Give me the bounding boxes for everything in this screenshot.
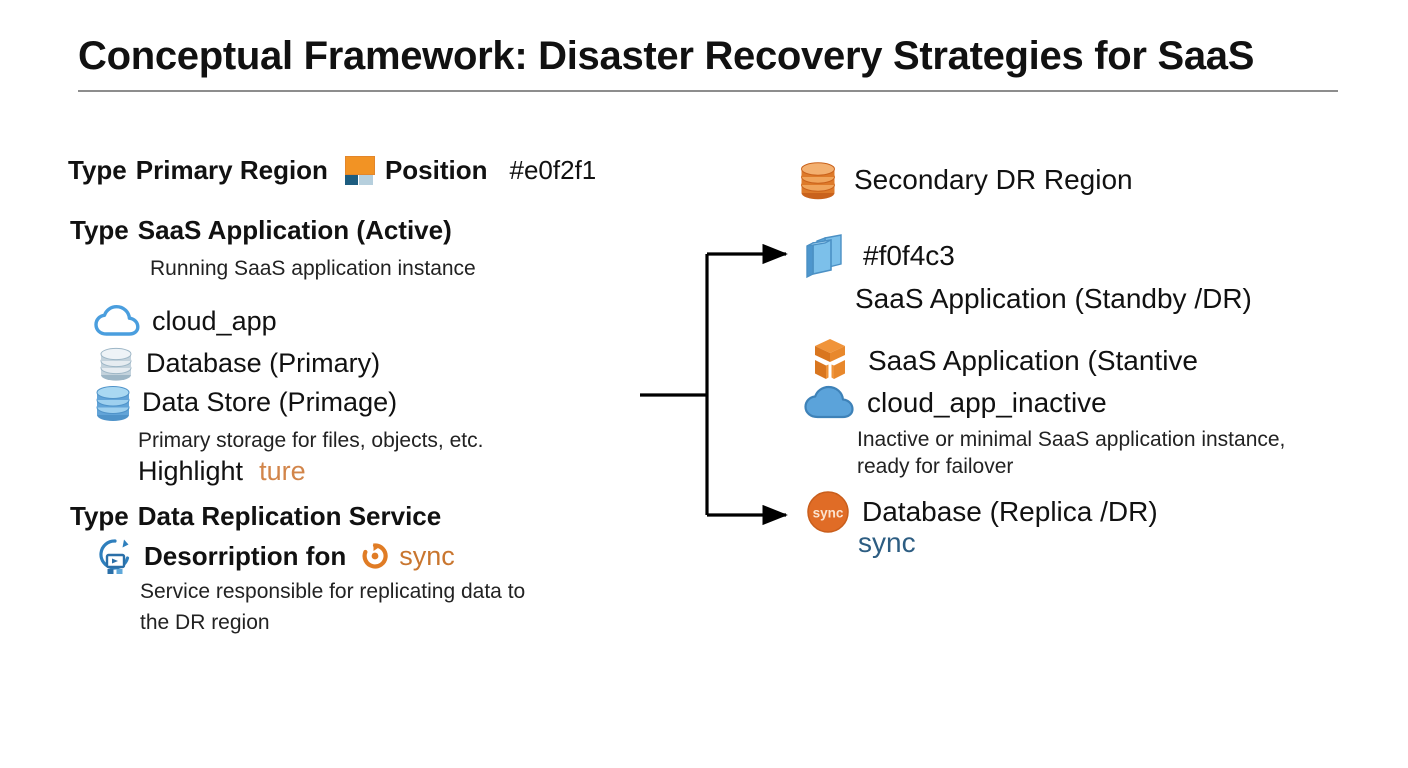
saas-active-row: Type SaaS Application (Active) bbox=[70, 215, 452, 246]
saas-active-description: Running SaaS application instance bbox=[150, 257, 476, 280]
list-item-data-store: Data Store (Primage) bbox=[92, 380, 397, 424]
sync-orange-icon bbox=[360, 541, 390, 571]
svg-text:sync: sync bbox=[813, 506, 844, 521]
replication-description-label: Desorription fon bbox=[144, 540, 347, 571]
page-title: Conceptual Framework: Disaster Recovery … bbox=[78, 34, 1255, 78]
inactive-cloud-label: cloud_app_inactive bbox=[867, 387, 1107, 418]
secondary-region-row: Secondary DR Region bbox=[796, 156, 1133, 204]
standby-label: SaaS Application (Standby /DR) bbox=[855, 283, 1252, 314]
inactive-cloud-row: cloud_app_inactive bbox=[803, 384, 1107, 422]
replication-sync-label: sync bbox=[399, 540, 455, 571]
replica-sync-label: sync bbox=[858, 527, 916, 558]
saas-active-type-label: Type bbox=[70, 215, 129, 245]
highlight-value: ture bbox=[259, 456, 306, 486]
list-item-database-primary: Database (Primary) bbox=[96, 342, 380, 384]
primary-region-color-value: #e0f2f1 bbox=[509, 155, 597, 185]
replication-name: Data Replication Service bbox=[137, 501, 442, 531]
primary-region-type-label: Type bbox=[68, 155, 127, 185]
position-label: Position bbox=[384, 155, 488, 185]
database-gray-icon bbox=[96, 342, 136, 384]
replication-type-label: Type bbox=[70, 501, 129, 531]
list-item-cloud-app: cloud_app bbox=[94, 304, 277, 338]
inactive-cube-label: SaaS Application (Stantive bbox=[868, 345, 1198, 376]
cloud-filled-blue-icon bbox=[803, 384, 859, 422]
database-blue-icon bbox=[92, 380, 134, 424]
standby-color-value: #f0f4c3 bbox=[863, 240, 955, 271]
data-store-label: Data Store (Primage) bbox=[142, 386, 398, 417]
sync-badge-icon: sync bbox=[806, 490, 850, 534]
cube-orange-icon bbox=[806, 336, 854, 386]
highlight-row: Highlight ture bbox=[138, 456, 306, 487]
server-blue-icon bbox=[803, 232, 849, 280]
replication-description-line2: the DR region bbox=[140, 611, 270, 634]
cloud-app-label: cloud_app bbox=[152, 305, 277, 336]
saas-active-name: SaaS Application (Active) bbox=[137, 215, 452, 245]
replication-description-row: Desorription fon sync bbox=[94, 536, 455, 576]
inactive-description-line2: ready for failover bbox=[857, 455, 1014, 478]
secondary-region-label: Secondary DR Region bbox=[854, 164, 1133, 195]
database-orange-icon bbox=[796, 156, 840, 204]
inactive-cube-row: SaaS Application (Stantive bbox=[806, 336, 1198, 386]
title-divider bbox=[78, 90, 1338, 92]
primary-region-row: Type Primary Region Position #e0f2f1 bbox=[68, 155, 596, 186]
cloud-outline-icon bbox=[94, 304, 140, 338]
standby-row: #f0f4c3 bbox=[803, 232, 955, 280]
primary-region-name: Primary Region bbox=[135, 155, 328, 185]
database-primary-label: Database (Primary) bbox=[146, 347, 381, 378]
replica-label: Database (Replica /DR) bbox=[862, 496, 1158, 527]
migration-blue-icon bbox=[94, 536, 134, 576]
data-store-note: Primary storage for files, objects, etc. bbox=[138, 429, 484, 452]
position-swatch-icon bbox=[342, 155, 376, 186]
replica-row: sync Database (Replica /DR) bbox=[806, 490, 1158, 534]
replication-type-row: Type Data Replication Service bbox=[70, 501, 441, 532]
highlight-label: Highlight bbox=[138, 456, 244, 486]
inactive-description-line1: Inactive or minimal SaaS application ins… bbox=[857, 428, 1286, 451]
replication-description-line1: Service responsible for replicating data… bbox=[140, 580, 526, 603]
